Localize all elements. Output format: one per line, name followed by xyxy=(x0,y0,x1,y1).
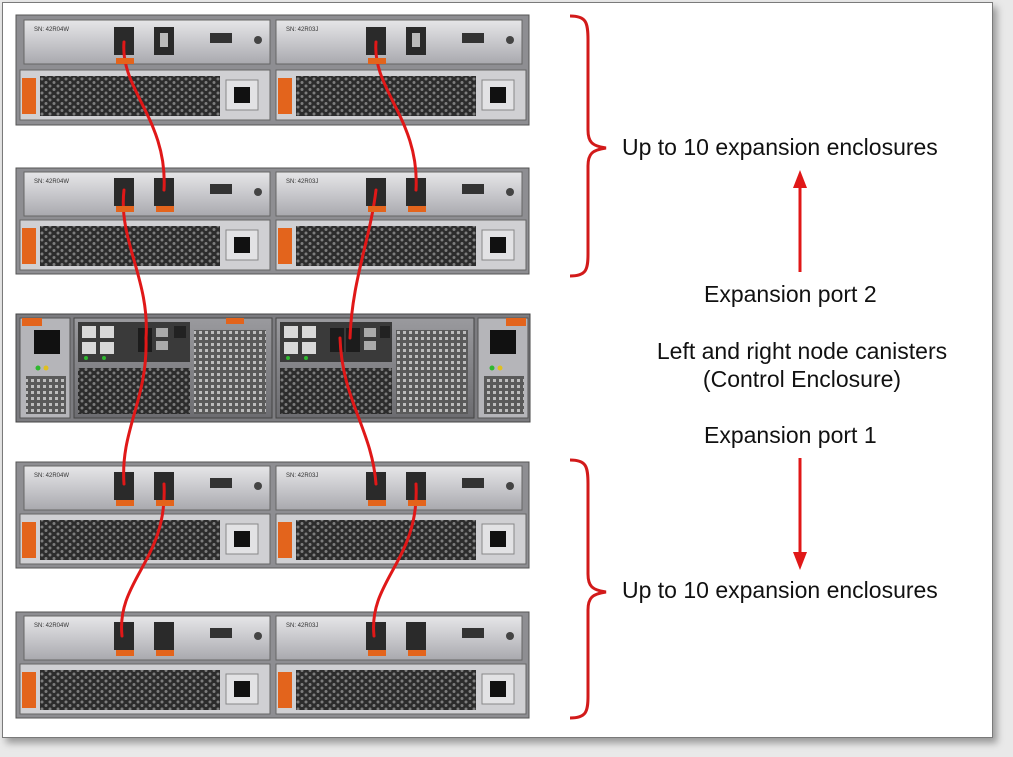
expansion-port-2 xyxy=(154,178,174,206)
serial-label: SN: 42R04W xyxy=(34,473,69,479)
io-module-right: SN: 42R03J xyxy=(275,19,523,65)
serial-label: SN: 42R03J xyxy=(286,473,318,479)
power-supply-left xyxy=(19,663,271,715)
expansion-enclosure-top-1: SN: 42R04W SN: 42R03J xyxy=(15,14,530,126)
serial-label: SN: 42R03J xyxy=(286,27,318,33)
ethernet-port xyxy=(100,326,114,338)
expansion-port-1 xyxy=(114,622,134,650)
io-module-left: SN: 42R04W xyxy=(23,19,271,65)
cable-connectors xyxy=(116,58,426,656)
expansion-enclosure-bottom-1: SN: 42R04W SN: 42R03J xyxy=(15,461,530,569)
arrow-down-icon xyxy=(793,458,807,570)
expansion-port-1-label: Expansion port 1 xyxy=(704,422,877,448)
bracket-top-icon xyxy=(569,14,607,278)
power-supply-right xyxy=(275,69,527,121)
io-module-right: SN: 42R03J xyxy=(275,171,523,217)
ethernet-port xyxy=(302,342,316,354)
ethernet-port xyxy=(284,326,298,338)
expansion-port-2-label: Expansion port 2 xyxy=(704,281,877,307)
power-supply-left xyxy=(19,219,271,271)
expansion-port-2 xyxy=(154,622,174,650)
ethernet-port xyxy=(82,326,96,338)
cable-left-bottom xyxy=(120,482,166,638)
power-supply-right xyxy=(275,513,527,565)
expansion-port-1 xyxy=(114,472,134,500)
io-module-left: SN: 42R04W xyxy=(23,615,271,661)
node-canisters-line1: Left and right node canisters xyxy=(656,338,948,364)
expansion-port-2 xyxy=(406,178,426,206)
io-module-right: SN: 42R03J xyxy=(275,465,523,511)
control-power-supply-left xyxy=(19,317,71,419)
serial-label: SN: 42R04W xyxy=(34,179,69,185)
node-canisters-label: Left and right node canisters (Control E… xyxy=(620,337,984,393)
node-canister-right xyxy=(230,317,475,419)
control-enclosure xyxy=(15,313,531,423)
node-canister-left xyxy=(73,317,273,419)
bottom-group-label: Up to 10 expansion enclosures xyxy=(622,577,938,603)
top-group-label: Up to 10 expansion enclosures xyxy=(622,134,938,160)
expansion-port-1 xyxy=(366,622,386,650)
cable-right-bottom xyxy=(372,482,418,638)
serial-label: SN: 42R04W xyxy=(34,623,69,629)
io-module-left: SN: 42R04W xyxy=(23,465,271,511)
expansion-enclosure-bottom-2: SN: 42R04W SN: 42R03J xyxy=(15,611,530,719)
ethernet-port xyxy=(302,326,316,338)
ethernet-port xyxy=(100,342,114,354)
expansion-port-2 xyxy=(406,622,426,650)
serial-label: SN: 42R03J xyxy=(286,623,318,629)
ethernet-port xyxy=(284,342,298,354)
arrow-up-icon xyxy=(793,170,807,272)
bracket-bottom-icon xyxy=(569,458,607,720)
expansion-port-2 xyxy=(346,328,360,352)
control-power-supply-right xyxy=(477,317,529,419)
ethernet-port xyxy=(82,342,96,354)
serial-label: SN: 42R03J xyxy=(286,179,318,185)
expansion-enclosure-top-2: SN: 42R04W SN: 42R03J xyxy=(15,167,530,275)
node-canisters-line2: (Control Enclosure) xyxy=(702,366,902,392)
power-supply-left xyxy=(19,513,271,565)
io-module-right: SN: 42R03J xyxy=(275,615,523,661)
expansion-port-1 xyxy=(366,472,386,500)
cable-right-lower xyxy=(338,336,378,486)
io-module-left: SN: 42R04W xyxy=(23,171,271,217)
serial-label: SN: 42R04W xyxy=(34,27,69,33)
power-supply-right xyxy=(275,663,527,715)
cable-left-lower xyxy=(122,336,148,486)
power-supply-right xyxy=(275,219,527,271)
power-supply-left xyxy=(19,69,271,121)
